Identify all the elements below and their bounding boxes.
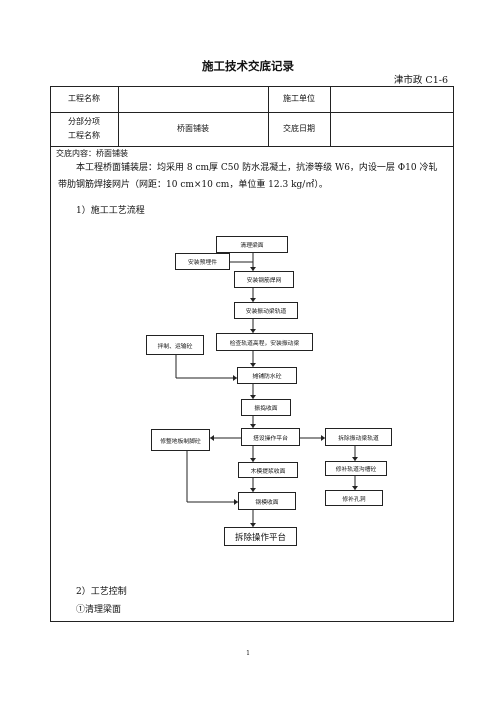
project-name-label: 工程名称 <box>68 94 100 103</box>
table-row-divider <box>50 146 454 147</box>
table-col-divider <box>118 86 119 146</box>
flow-node-install-embedded: 安装预埋件 <box>175 253 230 270</box>
document-title: 施工技术交底记录 <box>202 59 294 73</box>
section-process-control: 2）工艺控制 <box>76 587 127 597</box>
sub-project-value: 桥面铺装 <box>177 124 209 133</box>
flow-node-vibrate: 振捣收面 <box>241 399 291 416</box>
flow-node-check-track: 检查轨道高程，安装振动梁 <box>216 333 313 351</box>
document-code: 津市政 C1-6 <box>393 75 448 86</box>
section-process-flow: 1）施工工艺流程 <box>76 206 145 216</box>
flow-node-steel-finish: 钢模收面 <box>238 492 296 510</box>
flow-node-trowel-finish: 木模提浆收面 <box>238 462 298 478</box>
flow-node-repair-trench: 修补轨道沟槽砼 <box>325 461 387 476</box>
flow-node-build-platform: 搭设操作平台 <box>241 428 300 446</box>
table-row-divider <box>50 112 454 113</box>
briefing-date-label: 交底日期 <box>283 124 315 133</box>
table-col-divider <box>330 86 331 146</box>
flow-node-repair-edges: 修整地板制脚砼 <box>151 429 210 451</box>
flow-node-mixing: 拌制、运输砼 <box>146 335 204 355</box>
table-col-divider <box>268 86 269 146</box>
content-paragraph: 本工程桥面铺装层：均采用 8 cm厚 C50 防水混凝土，抗渗等级 W6，内设一… <box>58 163 438 190</box>
sub-project-label-line2: 工程名称 <box>68 131 100 140</box>
technical-briefing-table <box>50 86 454 622</box>
construction-unit-label: 施工单位 <box>283 94 315 103</box>
page-number: 1 <box>246 650 250 657</box>
sub-project-label-line1: 分部分项 <box>68 117 100 126</box>
flow-node-remove-track: 拆除振动梁轨道 <box>325 428 392 446</box>
flow-node-install-mesh: 安装钢筋焊网 <box>234 271 294 288</box>
flow-node-remove-platform: 拆除操作平台 <box>224 527 297 546</box>
flow-node-install-track: 安装振动梁轨道 <box>234 302 298 319</box>
content-heading: 交底内容：桥面铺装 <box>56 149 128 158</box>
flow-node-patch-holes: 修补孔洞 <box>325 490 383 506</box>
flow-node-clean-deck: 清理梁面 <box>216 236 288 253</box>
flow-node-spread-concrete: 摊铺防水砼 <box>237 367 297 384</box>
subsection-clean-deck: ①清理梁面 <box>76 605 122 615</box>
